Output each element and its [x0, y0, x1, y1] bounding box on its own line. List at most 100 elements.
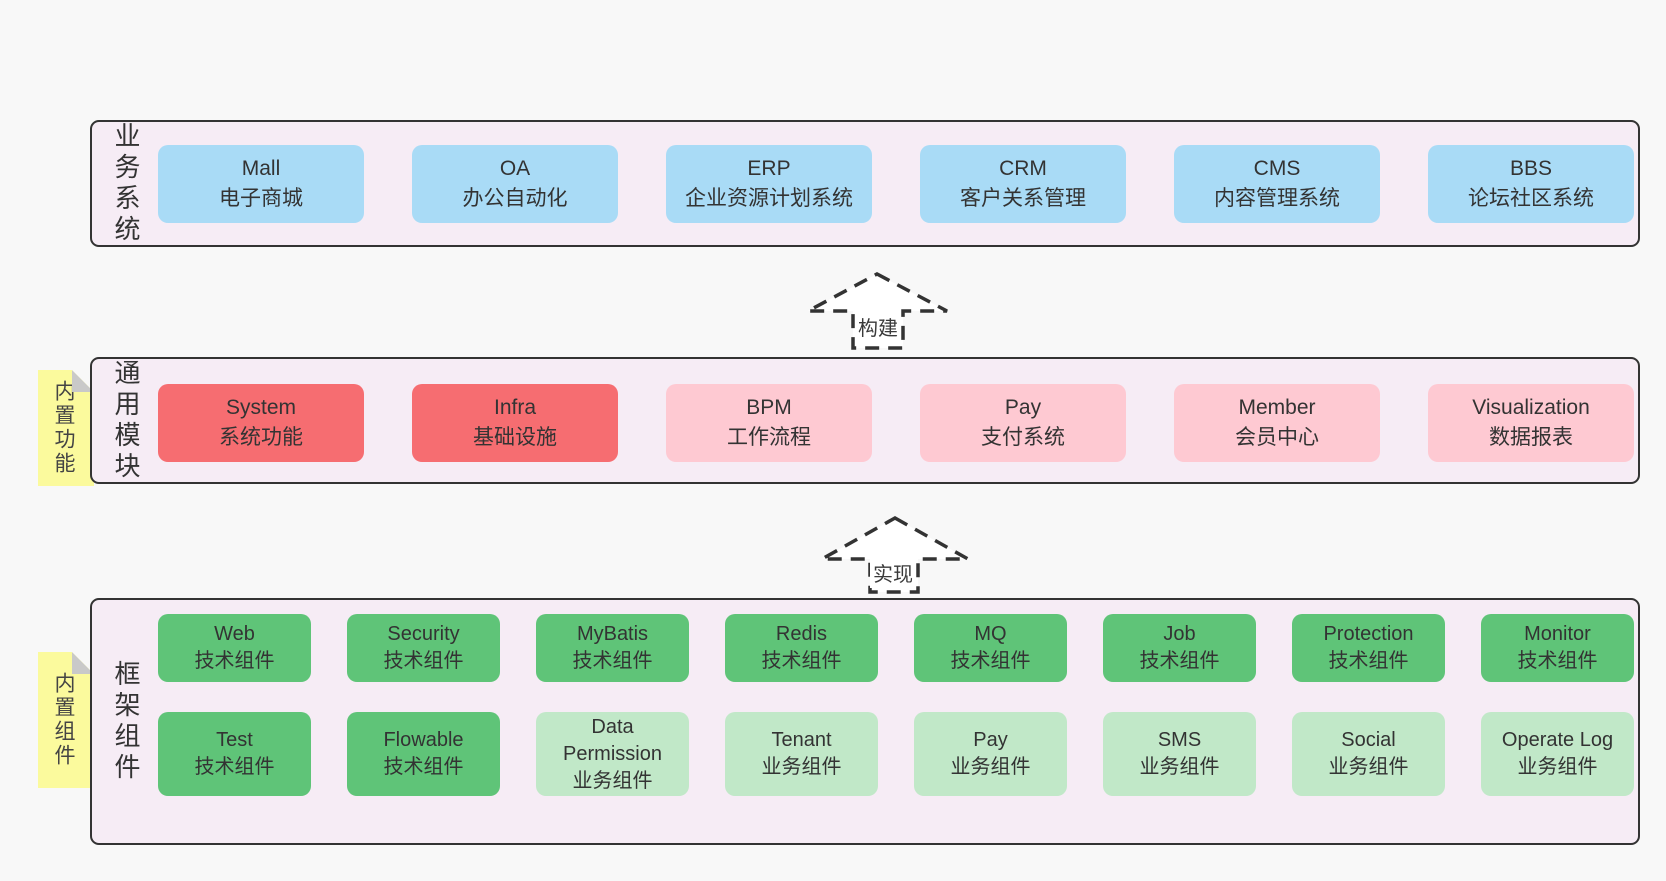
layer-label-common-modules: 通用模块	[111, 358, 141, 483]
box-title: Monitor	[1524, 623, 1591, 645]
box-title: Redis	[775, 623, 828, 645]
box-title: Protection	[1323, 623, 1414, 645]
box-title: OA	[499, 157, 531, 181]
box-title: ERP	[747, 157, 791, 181]
box-protection: Protection 技术组件	[1292, 614, 1445, 682]
box-subtitle: 业务组件	[1328, 756, 1409, 778]
box-title: CMS	[1253, 157, 1301, 181]
box-subtitle: 会员中心	[1235, 426, 1319, 449]
box-title: Infra	[493, 396, 537, 420]
box-title: Mall	[241, 157, 281, 181]
box-title: Social	[1341, 729, 1396, 751]
box-title: System	[225, 396, 296, 420]
box-subtitle: 技术组件	[1139, 650, 1220, 672]
box-subtitle: 论坛社区系统	[1468, 187, 1594, 210]
note-built-in-features-label: 内置功能	[52, 380, 75, 476]
box-title: Operate Log	[1501, 729, 1614, 751]
note-built-in-components-label: 内置组件	[52, 672, 75, 768]
box-subtitle: 电子商城	[219, 187, 303, 210]
box-infra: Infra 基础设施	[412, 384, 618, 462]
box-subtitle: 技术组件	[383, 756, 464, 778]
box-subtitle: 业务组件	[1139, 756, 1220, 778]
box-subtitle: 客户关系管理	[960, 187, 1086, 210]
box-title: BBS	[1509, 157, 1553, 181]
box-visualization: Visualization 数据报表	[1428, 384, 1634, 462]
box-bpm: BPM 工作流程	[666, 384, 872, 462]
box-tenant: Tenant 业务组件	[725, 712, 878, 796]
box-subtitle: 系统功能	[219, 426, 303, 449]
arrow-label-build: 构建	[858, 317, 898, 340]
box-title: MQ	[974, 623, 1007, 645]
box-test: Test 技术组件	[158, 712, 311, 796]
arrow-label-backdrop	[855, 316, 901, 342]
box-flowable: Flowable 技术组件	[347, 712, 500, 796]
box-bbs: BBS 论坛社区系统	[1428, 145, 1634, 223]
box-subtitle: 数据报表	[1489, 426, 1573, 449]
framework-components-row-2: Test 技术组件 Flowable 技术组件 Data Permission …	[158, 712, 1634, 796]
box-pay-business: Pay 业务组件	[914, 712, 1067, 796]
note-built-in-components: 内置组件	[38, 652, 94, 788]
box-subtitle: 技术组件	[572, 650, 653, 672]
box-subtitle: 企业资源计划系统	[685, 187, 853, 210]
box-title: Web	[214, 623, 255, 645]
box-title: Tenant	[771, 729, 832, 751]
framework-components-row-1: Web 技术组件 Security 技术组件 MyBatis 技术组件 Redi…	[158, 614, 1634, 682]
box-subtitle: 业务组件	[572, 769, 653, 792]
box-cms: CMS 内容管理系统	[1174, 145, 1380, 223]
box-subtitle: 技术组件	[950, 650, 1031, 672]
arrow-implement: 实现	[815, 515, 975, 594]
box-mq: MQ 技术组件	[914, 614, 1067, 682]
arrow-build: 构建	[807, 272, 948, 350]
box-title: Pay	[973, 729, 1008, 751]
box-job: Job 技术组件	[1103, 614, 1256, 682]
box-subtitle: 技术组件	[194, 650, 275, 672]
box-subtitle: 业务组件	[761, 756, 842, 778]
box-title: Flowable	[383, 729, 464, 751]
box-system: System 系统功能	[158, 384, 364, 462]
arrow-label-implement: 实现	[873, 563, 913, 586]
box-subtitle: 基础设施	[473, 426, 557, 449]
box-sms: SMS 业务组件	[1103, 712, 1256, 796]
layer-common-modules: 通用模块 System 系统功能 Infra 基础设施 BPM 工作流程 Pay…	[90, 357, 1640, 484]
box-subtitle: 内容管理系统	[1214, 187, 1340, 210]
box-data-permission: Data Permission 业务组件	[536, 712, 689, 796]
box-title: Test	[216, 729, 253, 751]
box-crm: CRM 客户关系管理	[920, 145, 1126, 223]
box-title: Job	[1163, 623, 1196, 645]
box-subtitle: 业务组件	[950, 756, 1031, 778]
box-subtitle: 办公自动化	[462, 187, 568, 210]
box-subtitle: 技术组件	[1517, 650, 1598, 672]
common-modules-row: System 系统功能 Infra 基础设施 BPM 工作流程 Pay 支付系统…	[158, 384, 1634, 462]
box-redis: Redis 技术组件	[725, 614, 878, 682]
note-built-in-features: 内置功能	[38, 370, 94, 486]
box-mall: Mall 电子商城	[158, 145, 364, 223]
business-systems-row: Mall 电子商城 OA 办公自动化 ERP 企业资源计划系统 CRM 客户关系…	[158, 145, 1634, 223]
box-subtitle: 工作流程	[727, 426, 811, 449]
layer-label-framework-components: 框架组件	[111, 659, 141, 784]
box-subtitle: 支付系统	[981, 426, 1065, 449]
box-subtitle: 技术组件	[383, 650, 464, 672]
box-title: BPM	[746, 396, 792, 420]
box-web: Web 技术组件	[158, 614, 311, 682]
box-pay: Pay 支付系统	[920, 384, 1126, 462]
box-title: Pay	[1004, 396, 1042, 420]
arrow-build-outline	[807, 272, 948, 350]
layer-framework-components: 框架组件 Web 技术组件 Security 技术组件 MyBatis 技术组件…	[90, 598, 1640, 845]
arrow-label-backdrop	[870, 562, 916, 588]
box-title: Visualization	[1472, 396, 1590, 420]
box-mybatis: MyBatis 技术组件	[536, 614, 689, 682]
box-social: Social 业务组件	[1292, 712, 1445, 796]
box-security: Security 技术组件	[347, 614, 500, 682]
box-title: SMS	[1157, 729, 1202, 751]
box-title: Security	[387, 623, 460, 645]
box-subtitle: 业务组件	[1517, 756, 1598, 778]
box-member: Member 会员中心	[1174, 384, 1380, 462]
box-subtitle: 技术组件	[761, 650, 842, 672]
box-erp: ERP 企业资源计划系统	[666, 145, 872, 223]
box-oa: OA 办公自动化	[412, 145, 618, 223]
box-operate-log: Operate Log 业务组件	[1481, 712, 1634, 796]
box-title: MyBatis	[576, 623, 649, 645]
box-title: Data Permission	[563, 715, 662, 765]
box-title: Member	[1238, 396, 1316, 420]
